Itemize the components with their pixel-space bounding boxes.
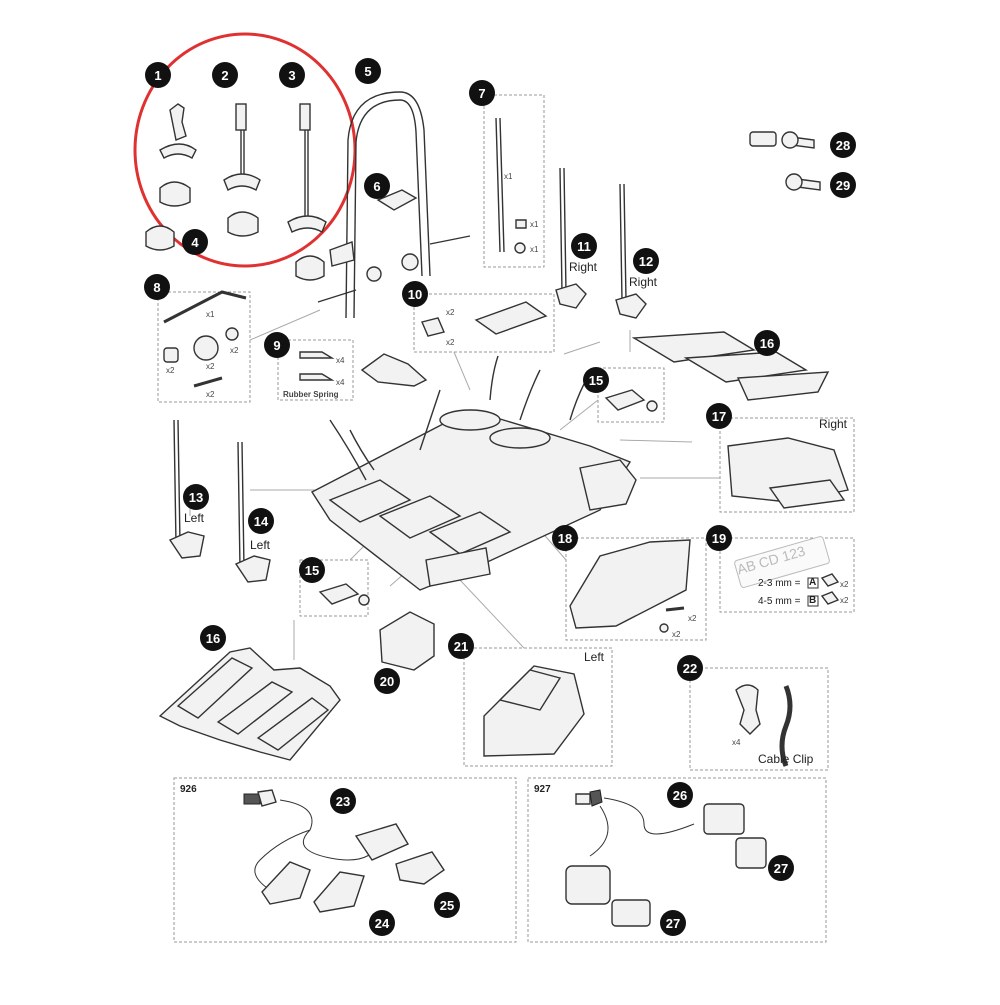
box-9 [277,339,354,401]
badge-16a: 16 [754,330,780,356]
label-right-11: Right [569,260,598,274]
label-x2-a: x2 [840,580,849,589]
qty-7-a: x1 [530,220,539,229]
badge-4: 4 [182,229,208,255]
badge-15b: 15 [299,557,325,583]
label-left-13: Left [184,511,205,525]
qty-8-spacer: x2 [166,366,175,375]
badge-28: 28 [830,132,856,158]
qty-18-b: x2 [672,630,681,639]
box-8 [157,291,251,403]
badge-5: 5 [355,58,381,84]
badge-13: 13 [183,484,209,510]
label-left-21: Left [584,650,605,664]
badge-22: 22 [677,655,703,681]
badge-10: 10 [402,281,428,307]
box-15b [299,559,369,617]
box-19 [719,537,855,613]
qty-7-rod: x1 [504,172,513,181]
badge-27a: 27 [768,855,794,881]
badge-20: 20 [374,668,400,694]
label-model-926: 926 [180,784,197,795]
label-rubber-spring: Rubber Spring [283,390,339,399]
box-927 [527,777,827,943]
badge-15a: 15 [583,367,609,393]
badge-3: 3 [279,62,305,88]
badge-25: 25 [434,892,460,918]
box-7 [483,94,545,268]
badge-29: 29 [830,172,856,198]
qty-8-key: x1 [206,310,215,319]
qty-8-knob: x2 [206,362,215,371]
label-model-927: 927 [534,784,551,795]
box-21 [463,647,613,767]
badge-6: 6 [364,173,390,199]
qty-10-b: x2 [446,338,455,347]
badge-11: 11 [571,233,597,259]
label-letter-b: B [809,595,817,606]
qty-10-a: x2 [446,308,455,317]
badge-12: 12 [633,248,659,274]
label-right-17: Right [819,417,848,431]
qty-18-a: x2 [688,614,697,623]
qty-9-a: x4 [336,356,345,365]
qty-7-b: x1 [530,245,539,254]
badge-27b: 27 [660,910,686,936]
badge-24: 24 [369,910,395,936]
qty-8-bolt: x2 [206,390,215,399]
qty-22: x4 [732,738,741,747]
qty-9-b: x4 [336,378,345,387]
badge-2: 2 [212,62,238,88]
label-spec-a: 2-3 mm = [758,578,801,589]
badge-19: 19 [706,525,732,551]
badge-23: 23 [330,788,356,814]
badge-8: 8 [144,274,170,300]
label-cable-clip: Cable Clip [758,752,814,766]
box-10 [413,293,555,353]
badge-7: 7 [469,80,495,106]
badge-16b: 16 [200,625,226,651]
box-18 [565,537,707,641]
highlight-circle [133,32,357,268]
box-17 [719,417,855,513]
label-right-12: Right [629,275,658,289]
badge-1: 1 [145,62,171,88]
box-926 [173,777,517,943]
label-left-14: Left [250,538,271,552]
badge-14: 14 [248,508,274,534]
badge-21: 21 [448,633,474,659]
label-letter-a: A [809,577,817,588]
badge-9: 9 [264,332,290,358]
badge-17: 17 [706,403,732,429]
badge-18: 18 [552,525,578,551]
qty-8-washer: x2 [230,346,239,355]
badge-26: 26 [667,782,693,808]
label-x2-b: x2 [840,596,849,605]
box-15a [597,367,665,423]
label-spec-b: 4-5 mm = [758,596,801,607]
